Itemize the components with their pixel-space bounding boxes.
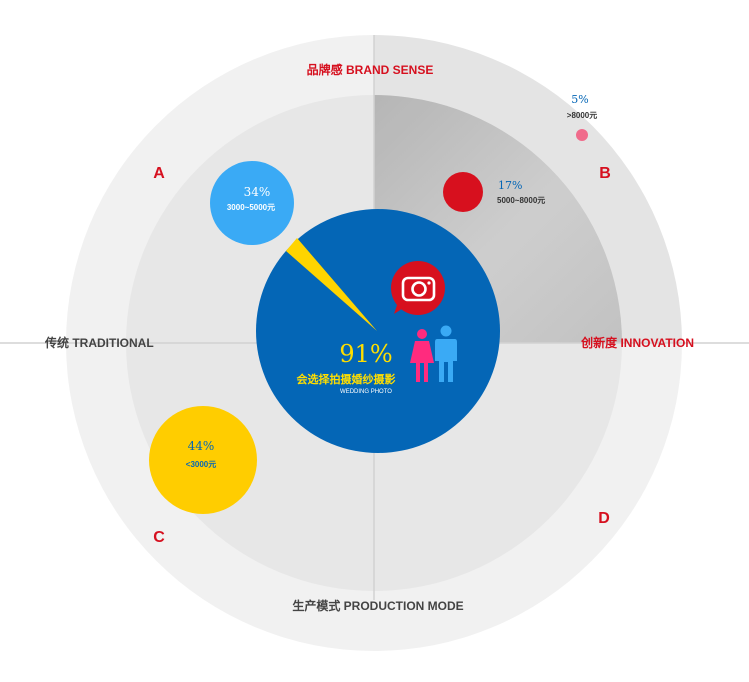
- quadrant-b: B: [599, 165, 611, 182]
- bubble-44-percent: 44%: [188, 439, 215, 453]
- axis-label-left: 传统 TRADITIONAL: [44, 335, 154, 350]
- bubble-17: [443, 172, 483, 212]
- axis-label-right: 创新度 INNOVATION: [580, 335, 694, 350]
- quadrant-d: D: [598, 510, 610, 527]
- yellow-slice: [286, 238, 377, 331]
- bubble-34-label: 3000~5000元: [227, 203, 275, 212]
- quadrant-c: C: [153, 529, 165, 546]
- bubble-44-label: <3000元: [186, 460, 216, 469]
- center-subcaption: WEDDING PHOTO: [340, 389, 392, 395]
- bubble-17-label: 5000~8000元: [497, 196, 545, 205]
- center-caption: 会选择拍摄婚纱摄影: [297, 372, 396, 386]
- bubble-5: [576, 129, 588, 141]
- bubble-5-percent: 5%: [571, 93, 588, 106]
- bubble-17-percent: 17%: [498, 179, 522, 192]
- bubble-44: [149, 406, 257, 514]
- bubble-34-percent: 34%: [244, 185, 271, 199]
- axis-label-top: 品牌感 BRAND SENSE: [307, 62, 434, 77]
- camera-icon: [391, 261, 445, 315]
- center-percent: 91%: [339, 340, 392, 368]
- axis-label-bottom: 生产模式 PRODUCTION MODE: [292, 598, 463, 613]
- bubble-34: [210, 161, 294, 245]
- bubble-5-label: >8000元: [567, 111, 597, 120]
- woman-icon: [410, 329, 434, 382]
- man-icon: [435, 325, 457, 382]
- quadrant-a: A: [153, 165, 165, 182]
